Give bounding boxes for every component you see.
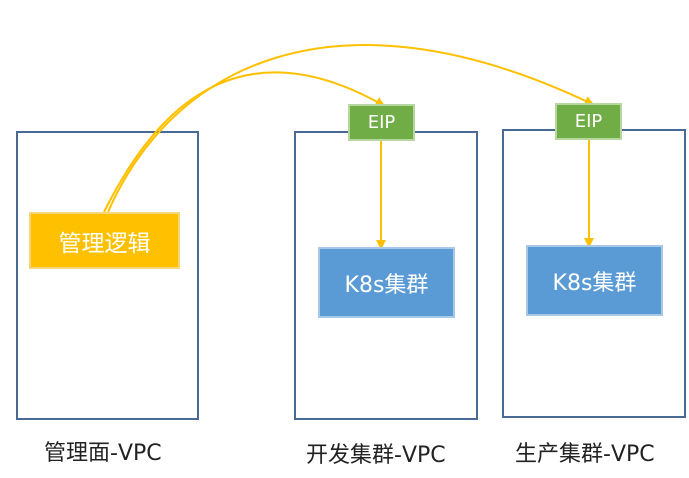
dev-cluster-vpc-label: 开发集群-VPC xyxy=(306,443,446,468)
prod-eip-label: EIP xyxy=(574,111,603,132)
prod-k8s-cluster-node: K8s集群 xyxy=(526,245,663,316)
dev-eip-label: EIP xyxy=(367,112,396,133)
prod-k8s-cluster-label: K8s集群 xyxy=(552,270,637,296)
management-logic-label: 管理逻辑 xyxy=(58,230,151,257)
management-vpc-container xyxy=(16,131,199,420)
management-logic-node: 管理逻辑 xyxy=(29,212,180,269)
prod-cluster-vpc-label: 生产集群-VPC xyxy=(515,442,655,467)
dev-eip-node: EIP xyxy=(348,104,415,141)
prod-eip-node: EIP xyxy=(555,103,622,140)
dev-k8s-cluster-node: K8s集群 xyxy=(318,247,455,318)
dev-k8s-cluster-label: K8s集群 xyxy=(344,272,429,298)
management-vpc-label: 管理面-VPC xyxy=(44,441,162,466)
